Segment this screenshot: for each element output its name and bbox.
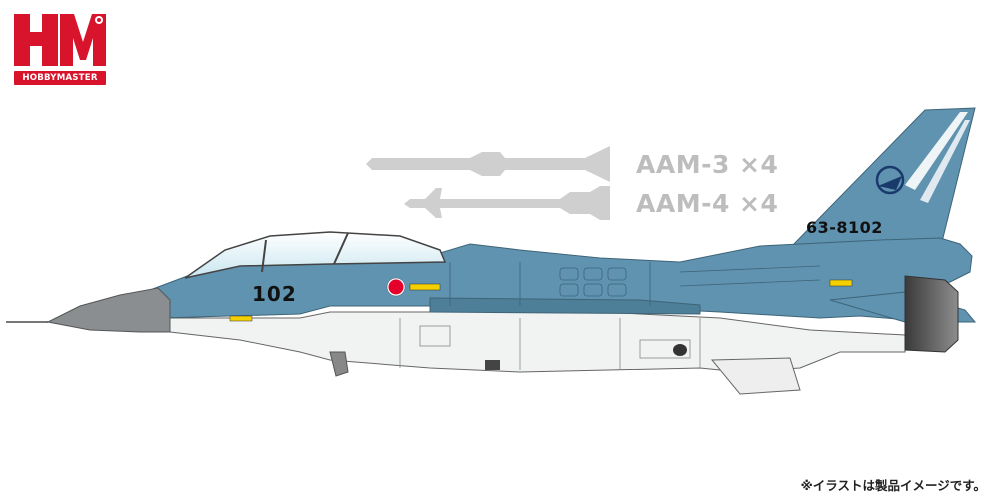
- ventral-fin: [710, 357, 801, 395]
- brand-name: HOBBYMASTER: [14, 71, 106, 85]
- aam3-missile-icon: [366, 146, 610, 182]
- squadron-emblem-icon: [875, 165, 905, 195]
- aam4-missile-icon: [404, 186, 610, 220]
- aam4-label: AAM-4 ×4: [636, 189, 779, 218]
- image-disclaimer: ※イラストは製品イメージです。: [800, 478, 986, 493]
- fuselage-belly: [159, 311, 906, 373]
- wing-root: [429, 297, 701, 315]
- canopy: [184, 231, 447, 279]
- nose-number: 102: [252, 282, 297, 306]
- tail-number: 63-8102: [806, 218, 883, 237]
- hinomaru-roundel-icon: [388, 279, 404, 295]
- hm-logo-icon: [14, 14, 106, 66]
- hobbymaster-logo: HOBBYMASTER: [8, 8, 108, 86]
- radome: [46, 287, 171, 333]
- aam3-label: AAM-3 ×4: [636, 150, 779, 179]
- exhaust-nozzle: [904, 275, 959, 353]
